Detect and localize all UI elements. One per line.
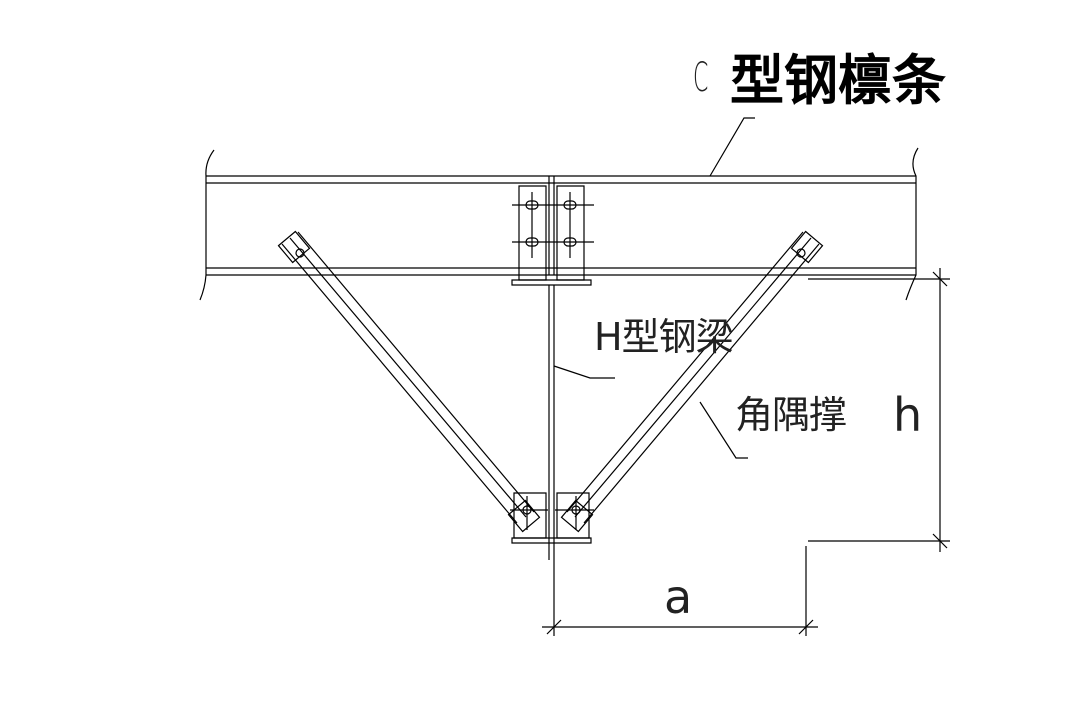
- purlin-leader: [710, 118, 755, 176]
- corner-brace-label: 角隅撑: [735, 393, 847, 437]
- dimension-a-label: a: [664, 570, 693, 624]
- purlin-beam: [200, 148, 918, 300]
- dimension-h-label: h: [893, 388, 923, 442]
- h-beam-label: H型钢梁: [594, 315, 734, 359]
- brace-leader: [700, 402, 748, 458]
- dimension-h: [808, 268, 950, 552]
- c-section-prefix: C: [693, 55, 709, 101]
- purlin-label: 型钢檩条: [730, 49, 946, 112]
- dimension-a: [542, 546, 818, 636]
- h-beam-leader: [554, 366, 615, 378]
- h-beam-web: [549, 285, 554, 560]
- left-corner-brace: [279, 232, 540, 532]
- right-corner-brace: [562, 232, 823, 532]
- top-connection-plates: [512, 186, 594, 285]
- bottom-connection-plates: [510, 493, 594, 543]
